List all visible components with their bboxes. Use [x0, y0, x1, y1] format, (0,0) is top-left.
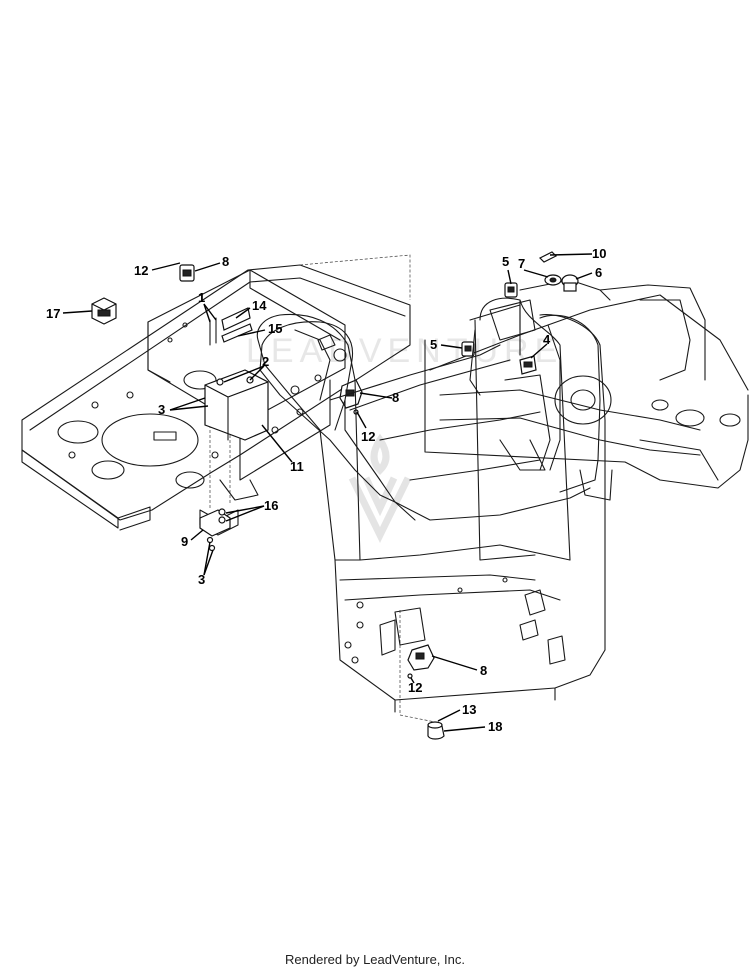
pto-switch: [91, 297, 117, 325]
callout-2: 2: [262, 354, 269, 369]
callout-8: 8: [480, 663, 487, 678]
nut: [544, 274, 562, 286]
callout-3: 3: [158, 402, 165, 417]
footer-credit: Rendered by LeadVenture, Inc.: [285, 952, 465, 967]
watermark-text: LEADVENTURE: [246, 332, 563, 370]
callout-18: 18: [488, 719, 502, 734]
callout-6: 6: [595, 265, 602, 280]
light: [461, 341, 475, 357]
callout-8: 8: [222, 254, 229, 269]
connector: [427, 721, 445, 740]
callout-4: 4: [543, 332, 551, 347]
callout-12: 12: [134, 263, 148, 278]
key: [538, 251, 558, 263]
callout-16: 16: [264, 498, 278, 513]
callout-5: 5: [502, 254, 509, 269]
callout-15: 15: [268, 321, 282, 336]
rear-frame: [256, 299, 606, 713]
callout-7: 7: [518, 256, 525, 271]
callout-11: 11: [290, 459, 304, 474]
watermark-logo: [348, 433, 412, 543]
switch: [407, 644, 435, 679]
callout-3: 3: [198, 572, 205, 587]
ignition-switch: [561, 274, 579, 292]
callout-1: 1: [198, 290, 205, 305]
callout-9: 9: [181, 534, 188, 549]
switch: [179, 264, 195, 282]
battery: [204, 369, 269, 441]
switch: [339, 379, 363, 415]
callout-5: 5: [430, 337, 437, 352]
callouts: 12 8 17 1 14 15 2 3 11 8 12 16 9 3 10 5 …: [46, 246, 606, 734]
frame-right-assembly: [424, 279, 749, 501]
callout-8: 8: [392, 390, 399, 405]
callout-12: 12: [408, 680, 422, 695]
light: [504, 282, 518, 298]
callout-13: 13: [462, 702, 476, 717]
callout-14: 14: [252, 298, 267, 313]
switch: [519, 355, 537, 375]
bracket: [199, 508, 231, 552]
leader-lines: [62, 253, 593, 732]
callout-10: 10: [592, 246, 606, 261]
callout-17: 17: [46, 306, 60, 321]
callout-12: 12: [361, 429, 375, 444]
